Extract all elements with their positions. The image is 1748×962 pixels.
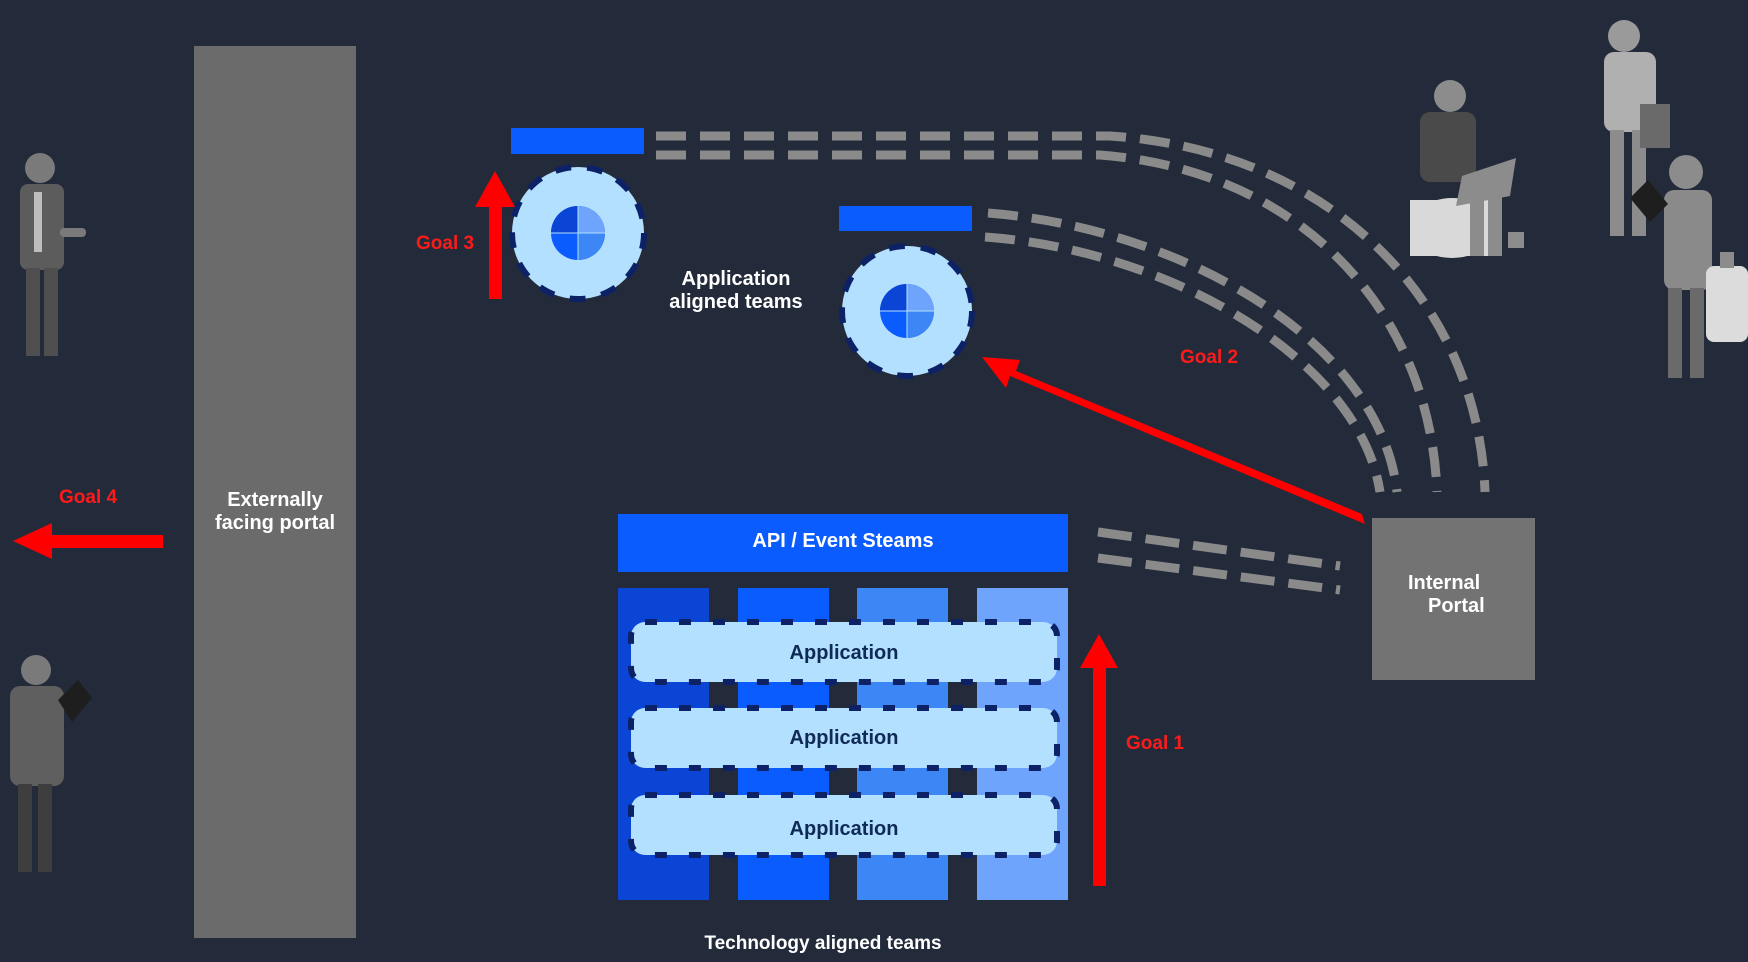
- app-teams-line2: aligned teams: [656, 291, 816, 314]
- team-hub-a: [512, 167, 644, 299]
- api-bar-label: API / Event Steams: [618, 530, 1068, 553]
- external-portal-line2: facing portal: [194, 512, 356, 535]
- internal-portal-line1: Internal: [1372, 572, 1535, 595]
- application-row-1-label: Application: [631, 641, 1057, 665]
- app-teams-line1: Application: [656, 268, 816, 291]
- team-bar-a: [511, 128, 644, 154]
- person-figure-icon: [1630, 155, 1748, 378]
- application-row-3-label: Application: [631, 817, 1057, 841]
- goal1-arrow-icon: [1080, 634, 1118, 886]
- internal-portal-label: Internal Portal: [1372, 572, 1535, 618]
- goal3-arrow-icon: [475, 171, 515, 299]
- application-row-2-label: Application: [631, 726, 1057, 750]
- goal2-arrow-icon: [982, 357, 1365, 524]
- external-portal-label: Externally facing portal: [194, 489, 356, 535]
- team-hub-b: [842, 246, 972, 376]
- goal1-label: Goal 1: [1126, 733, 1184, 755]
- internal-portal-line2: Portal: [1372, 595, 1535, 618]
- person-figure-icon: [10, 655, 92, 872]
- goal4-label: Goal 4: [59, 487, 117, 509]
- goal2-label: Goal 2: [1180, 347, 1238, 369]
- person-figure-icon: [20, 153, 86, 356]
- goal3-label: Goal 3: [416, 233, 474, 255]
- connector-api: [1098, 532, 1340, 590]
- tech-teams-label: Technology aligned teams: [618, 932, 1028, 955]
- goal4-arrow-icon: [13, 523, 163, 559]
- external-portal-line1: Externally: [194, 489, 356, 512]
- app-teams-label: Application aligned teams: [656, 268, 816, 314]
- team-bar-b: [839, 206, 972, 231]
- person-figure-icon: [1410, 80, 1524, 258]
